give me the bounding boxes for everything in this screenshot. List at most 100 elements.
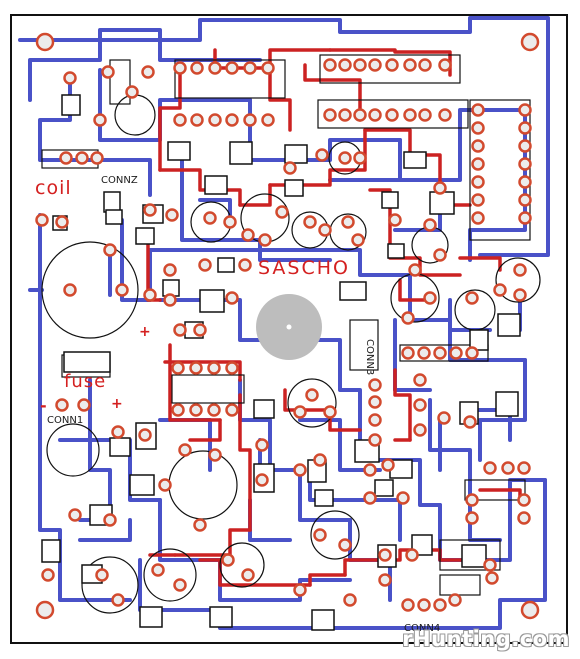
smd-component [209, 606, 233, 628]
smd-component [129, 474, 155, 496]
through-hole-pad [59, 151, 73, 165]
through-hole-pad [413, 423, 427, 437]
through-hole-pad [463, 415, 477, 429]
through-hole-pad [198, 258, 212, 272]
conn1-label: CONN1 [47, 415, 84, 426]
through-hole-pad [101, 65, 115, 79]
through-hole-pad [368, 395, 382, 409]
through-hole-pad [368, 108, 382, 122]
through-hole-pads [35, 58, 532, 612]
through-hole-pad [103, 243, 117, 257]
through-hole-pad [433, 248, 447, 262]
smd-component [311, 609, 335, 631]
through-hole-pad [418, 108, 432, 122]
smd-component [105, 209, 123, 225]
through-hole-pad [518, 121, 532, 135]
through-hole-pad [225, 361, 239, 375]
through-hole-pad [483, 461, 497, 475]
smd-component [229, 141, 253, 165]
through-hole-pad [471, 139, 485, 153]
through-hole-pad [493, 283, 507, 297]
smd-component [403, 151, 427, 169]
through-hole-pad [293, 583, 307, 597]
conn2-label: CONNZ [101, 175, 138, 186]
through-hole-pad [190, 113, 204, 127]
through-hole-pad [151, 563, 165, 577]
through-hole-pad [368, 58, 382, 72]
through-hole-pad [438, 58, 452, 72]
through-hole-pad [165, 208, 179, 222]
through-hole-pad [77, 398, 91, 412]
through-hole-pad [173, 113, 187, 127]
smd-component [429, 191, 455, 215]
watermark-logo: rHunting.com [402, 627, 570, 651]
through-hole-pad [433, 598, 447, 612]
through-hole-pad [318, 223, 332, 237]
through-hole-pad [417, 346, 431, 360]
through-hole-pad [255, 438, 269, 452]
smd-component [103, 191, 121, 213]
through-hole-pad [178, 443, 192, 457]
through-hole-pad [63, 71, 77, 85]
through-hole-pad [163, 263, 177, 277]
through-hole-pad [338, 58, 352, 72]
through-hole-pad [403, 58, 417, 72]
through-hole-pad [173, 61, 187, 75]
through-hole-pad [378, 573, 392, 587]
through-hole-pad [465, 346, 479, 360]
through-hole-pad [396, 491, 410, 505]
through-hole-pad [143, 288, 157, 302]
through-hole-pad [385, 58, 399, 72]
through-hole-pad [401, 311, 415, 325]
through-hole-pad [243, 113, 257, 127]
through-hole-pad [413, 398, 427, 412]
smd-component [199, 289, 225, 313]
through-hole-pad [471, 193, 485, 207]
through-hole-pad [208, 448, 222, 462]
through-hole-pad [353, 58, 367, 72]
smd-component [469, 329, 489, 351]
through-hole-pad [471, 211, 485, 225]
through-hole-pad [401, 346, 415, 360]
through-hole-pad [173, 578, 187, 592]
through-hole-pad [223, 215, 237, 229]
through-hole-pad [203, 211, 217, 225]
through-hole-pad [353, 108, 367, 122]
through-hole-pad [353, 151, 367, 165]
smd-component [314, 489, 334, 507]
through-hole-pad [388, 213, 402, 227]
through-hole-pad [125, 85, 139, 99]
through-hole-pad [368, 378, 382, 392]
through-hole-pad [518, 103, 532, 117]
through-hole-pad [93, 113, 107, 127]
through-hole-pad [255, 473, 269, 487]
conn4-label: CONN4 [404, 623, 441, 634]
through-hole-pad [68, 508, 82, 522]
through-hole-pad [405, 548, 419, 562]
through-hole-pad [413, 373, 427, 387]
smd-component [497, 313, 521, 337]
through-hole-pad [471, 157, 485, 171]
smd-component [495, 391, 519, 417]
through-hole-pad [501, 461, 515, 475]
through-hole-pad [103, 513, 117, 527]
polarity-minus-label: - [40, 396, 47, 415]
through-hole-pad [305, 388, 319, 402]
smd-component [339, 281, 367, 301]
through-hole-pad [313, 453, 327, 467]
board-outline [10, 14, 568, 644]
through-hole-pad [518, 175, 532, 189]
through-hole-pad [241, 568, 255, 582]
through-hole-pad [193, 518, 207, 532]
through-hole-pad [513, 288, 527, 302]
through-hole-pad [483, 558, 497, 572]
through-hole-pad [471, 103, 485, 117]
through-hole-pad [323, 58, 337, 72]
through-hole-pad [341, 215, 355, 229]
smd-component [167, 141, 191, 161]
through-hole-pad [258, 233, 272, 247]
through-hole-pad [115, 283, 129, 297]
board-name-label: SASCHO [258, 257, 350, 279]
through-hole-pad [243, 61, 257, 75]
